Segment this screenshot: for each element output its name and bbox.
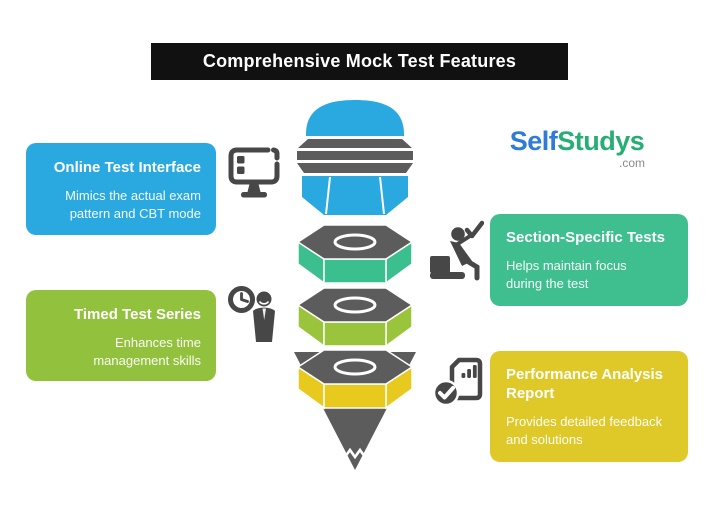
checkbox-glyph xyxy=(237,166,245,174)
report-checkmark-icon xyxy=(432,357,483,407)
pencil-barrel-blue xyxy=(302,176,408,215)
bar-chart-bar xyxy=(461,373,466,378)
logo-studys-text: Studys xyxy=(557,126,645,156)
person-tie xyxy=(262,308,266,320)
person-leg xyxy=(464,258,480,281)
monitor-frame xyxy=(228,147,280,185)
card-title: Performance Analysis Report xyxy=(506,366,664,402)
feature-card-performance-analysis: Performance Analysis Report Provides det… xyxy=(490,351,688,462)
card-title: Section-Specific Tests xyxy=(506,229,665,246)
monitor-test-interface-icon xyxy=(228,147,280,198)
desk-block xyxy=(430,256,450,273)
pencil-segment-yellow xyxy=(296,349,414,410)
seated-person-check-icon xyxy=(430,220,484,281)
person-face-line xyxy=(258,300,270,305)
pencil-eraser xyxy=(306,100,404,136)
clock-person-icon xyxy=(228,286,275,342)
card-desc: Provides detailed feedback and solutions xyxy=(506,413,663,447)
pencil-ferrule xyxy=(297,139,413,173)
selfstudys-logo: SelfStudys .com xyxy=(503,128,651,171)
feature-card-timed-test-series: Timed Test Series Enhances time manageme… xyxy=(26,290,216,381)
logo-com-text: .com xyxy=(618,156,645,170)
checkmark xyxy=(438,386,455,400)
monitor-stand xyxy=(247,182,261,192)
clock-hands xyxy=(240,292,249,303)
logo-self-text: Self xyxy=(509,126,558,156)
pencil-funnel-graphic xyxy=(294,100,416,470)
card-title: Timed Test Series xyxy=(73,306,201,323)
card-desc: Mimics the actual exam pattern and CBT m… xyxy=(65,187,201,221)
monitor-frame-corner xyxy=(271,147,280,161)
person-head xyxy=(451,227,465,241)
bar-chart-bar xyxy=(467,369,471,378)
logo-wordmark: SelfStudys xyxy=(503,128,651,155)
bar-chart-bar xyxy=(472,365,477,378)
checkbox-glyph xyxy=(237,156,245,164)
page-title: Comprehensive Mock Test Features xyxy=(151,43,568,80)
feature-card-section-specific-tests: Section-Specific Tests Helps maintain fo… xyxy=(490,214,688,306)
person-arm xyxy=(454,234,472,247)
card-desc: Enhances time management skills xyxy=(93,334,201,368)
pencil-segment-green xyxy=(296,224,414,285)
pencil-segment-lime xyxy=(296,287,414,348)
checkmark xyxy=(464,220,484,239)
card-desc: Helps maintain focus during the test xyxy=(506,257,627,291)
card-title: Online Test Interface xyxy=(53,159,201,176)
desk-base xyxy=(430,272,465,279)
monitor-base xyxy=(241,192,267,198)
person-torso xyxy=(253,307,275,342)
pencil-tip-zigzag xyxy=(343,447,367,460)
feature-card-online-test-interface: Online Test Interface Mimics the actual … xyxy=(26,143,216,235)
